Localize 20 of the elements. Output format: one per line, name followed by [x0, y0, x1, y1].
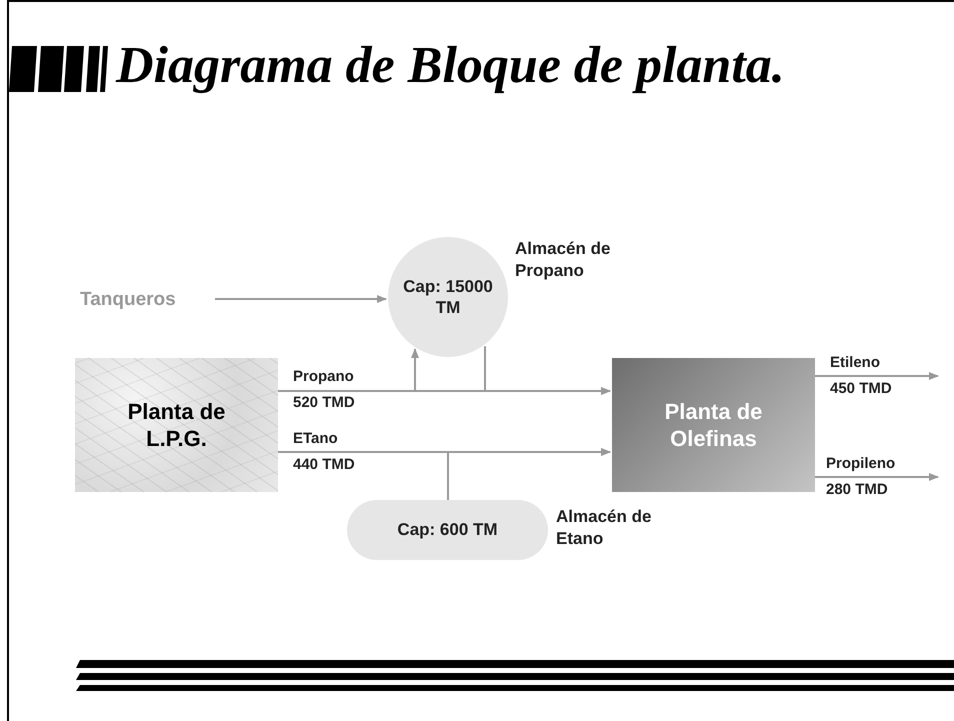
plant-block — [75, 358, 278, 492]
slide-title: Diagrama de Bloque de planta. — [116, 36, 785, 96]
storage-caption: Almacén de Propano — [515, 238, 612, 282]
edge-label: Etileno 450 TMD — [830, 353, 893, 399]
flow-arrow — [278, 348, 419, 392]
flow-arrow — [215, 295, 388, 303]
edge-label: ETano 440 TMD — [293, 429, 356, 475]
node-label: Cap: 15000 TM — [402, 276, 494, 318]
flow-arrow — [815, 473, 939, 481]
flow-arrow — [484, 346, 611, 395]
plant-block — [612, 358, 815, 492]
flow-arrow — [815, 372, 939, 380]
node-label: Planta de Olefinas — [664, 398, 764, 452]
node-label: Planta de L.P.G. — [126, 398, 226, 452]
flow-arrow — [447, 448, 611, 500]
edge-label: Propano 520 TMD — [293, 367, 356, 413]
edge-label: Propileno 280 TMD — [826, 454, 896, 500]
source-text: Tanqueros — [80, 288, 176, 312]
node-label: Cap: 600 TM — [396, 519, 499, 541]
storage-caption: Almacén de Etano — [556, 506, 652, 550]
